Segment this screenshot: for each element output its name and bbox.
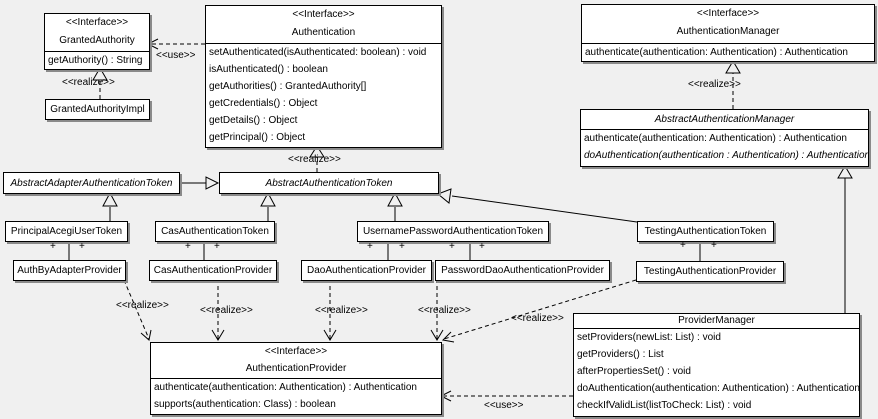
class-cas-authentication-provider[interactable]: CasAuthenticationProvider [149, 260, 277, 281]
method: getPrincipal() : Object [209, 132, 306, 143]
class-name: GrantedAuthority [59, 35, 135, 46]
class-abstract-authentication-manager[interactable]: AbstractAuthenticationManager authentica… [580, 109, 869, 167]
class-name: TestingAuthenticationToken [644, 226, 767, 237]
class-authentication-provider[interactable]: <<Interface>> AuthenticationProvider aut… [150, 342, 442, 415]
method: isAuthenticated() : boolean [209, 64, 328, 75]
class-name: GrantedAuthorityImpl [50, 104, 145, 115]
class-name: AuthByAdapterProvider [17, 265, 122, 276]
method: getDetails() : Object [209, 115, 298, 126]
class-abstract-authentication-token[interactable]: AbstractAuthenticationToken [219, 172, 439, 194]
method: setAuthenticated(isAuthenticated: boolea… [209, 47, 427, 58]
method: getAuthority() : String [48, 55, 143, 66]
association-end-label: + [185, 241, 191, 252]
association-end-label: + [399, 241, 405, 252]
open-arrow-icon [430, 329, 444, 341]
hollow-triangle-icon [837, 165, 853, 179]
method: setProviders(newList: List) : void [577, 332, 721, 343]
class-name: PasswordDaoAuthenticationProvider [441, 265, 604, 276]
use-label: <<use>> [156, 50, 196, 61]
method: doAuthentication(authentication: Authent… [577, 383, 860, 394]
class-testing-authentication-provider[interactable]: TestingAuthenticationProvider [636, 261, 784, 282]
class-dao-authentication-provider[interactable]: DaoAuthenticationProvider [301, 260, 432, 281]
association-end-label: + [50, 241, 56, 252]
method: authenticate(authentication: Authenticat… [584, 133, 847, 144]
open-arrow-icon [140, 329, 152, 341]
class-name: PrincipalAcegiUserToken [10, 226, 123, 237]
association-end-label: + [680, 240, 686, 251]
realize-label: <<realize>> [315, 305, 368, 316]
method: doAuthentication(authentication : Authen… [584, 150, 869, 161]
class-name: DaoAuthenticationProvider [307, 265, 426, 276]
class-granted-authority[interactable]: <<Interface>> GrantedAuthority getAuthor… [44, 13, 150, 70]
stereotype: <<Interface>> [65, 17, 129, 28]
class-password-dao-authentication-provider[interactable]: PasswordDaoAuthenticationProvider [435, 260, 610, 281]
class-name: TestingAuthenticationProvider [643, 266, 777, 277]
association-end-label: + [214, 241, 220, 252]
realize-label: <<realize>> [418, 305, 471, 316]
realize-label: <<realize>> [200, 305, 253, 316]
class-name: UsernamePasswordAuthenticationToken [362, 226, 544, 237]
hollow-triangle-icon [309, 145, 325, 158]
stereotype: <<Interface>> [696, 8, 760, 19]
hollow-triangle-icon [437, 188, 452, 204]
realize-label: <<realize>> [288, 154, 341, 165]
class-username-password-authentication-token[interactable]: UsernamePasswordAuthenticationToken [357, 221, 549, 242]
method: checkIfValidList(listToCheck: List) : vo… [577, 400, 752, 411]
hollow-triangle-icon [260, 191, 276, 207]
method: getProviders() : List [577, 349, 664, 360]
open-arrow-icon [441, 331, 455, 343]
hollow-triangle-icon [725, 60, 741, 74]
class-name: CasAuthenticationProvider [153, 265, 273, 276]
class-authentication[interactable]: <<Interface>> Authentication setAuthenti… [205, 5, 442, 148]
realize-label: <<realize>> [116, 300, 169, 311]
method: authenticate(authentication: Authenticat… [154, 382, 417, 393]
class-auth-by-adapter-provider[interactable]: AuthByAdapterProvider [13, 260, 126, 281]
class-principal-acegi-user-token[interactable]: PrincipalAcegiUserToken [5, 221, 128, 242]
hollow-triangle-icon [102, 191, 118, 207]
class-authentication-manager[interactable]: <<Interface>> AuthenticationManager auth… [581, 4, 875, 62]
class-abstract-adapter-authentication-token[interactable]: AbstractAdapterAuthenticationToken [3, 172, 180, 194]
association-end-label: + [711, 240, 717, 251]
association-end-label: + [367, 241, 373, 252]
class-provider-manager[interactable]: ProviderManager setProviders(newList: Li… [573, 313, 860, 417]
class-name: AuthenticationProvider [245, 363, 347, 374]
realize-label: <<realize>> [62, 77, 115, 88]
stereotype: <<Interface>> [264, 346, 328, 357]
hollow-triangle-icon [387, 191, 403, 207]
realize-label: <<realize>> [511, 313, 564, 324]
class-granted-authority-impl[interactable]: GrantedAuthorityImpl [45, 99, 150, 120]
open-arrow-icon [211, 329, 225, 341]
association-end-label: + [449, 241, 455, 252]
class-testing-authentication-token[interactable]: TestingAuthenticationToken [637, 221, 774, 242]
class-name: AbstractAuthenticationToken [265, 177, 393, 189]
hollow-triangle-icon [92, 67, 108, 81]
association-end-label: + [79, 241, 85, 252]
class-name: AbstractAuthenticationManager [581, 110, 868, 130]
open-arrow-icon [323, 329, 337, 341]
method: supports(authentication: Class) : boolea… [154, 399, 336, 410]
class-cas-authentication-token[interactable]: CasAuthenticationToken [155, 221, 275, 242]
method: authenticate(authentication: Authenticat… [585, 47, 848, 58]
stereotype: <<Interface>> [292, 9, 355, 20]
method: getCredentials() : Object [209, 98, 318, 109]
class-name: ProviderManager [574, 314, 859, 329]
class-name: CasAuthenticationToken [161, 226, 269, 237]
method: afterPropertiesSet() : void [577, 366, 691, 377]
class-name: AbstractAdapterAuthenticationToken [10, 177, 173, 189]
class-name: AuthenticationManager [676, 26, 780, 37]
class-name: Authentication [291, 27, 356, 38]
method: getAuthorities() : GrantedAuthority[] [209, 81, 367, 92]
association-end-label: + [479, 241, 485, 252]
realize-label: <<realize>> [688, 79, 741, 90]
hollow-triangle-icon [205, 176, 220, 190]
use-label: <<use>> [484, 400, 524, 411]
